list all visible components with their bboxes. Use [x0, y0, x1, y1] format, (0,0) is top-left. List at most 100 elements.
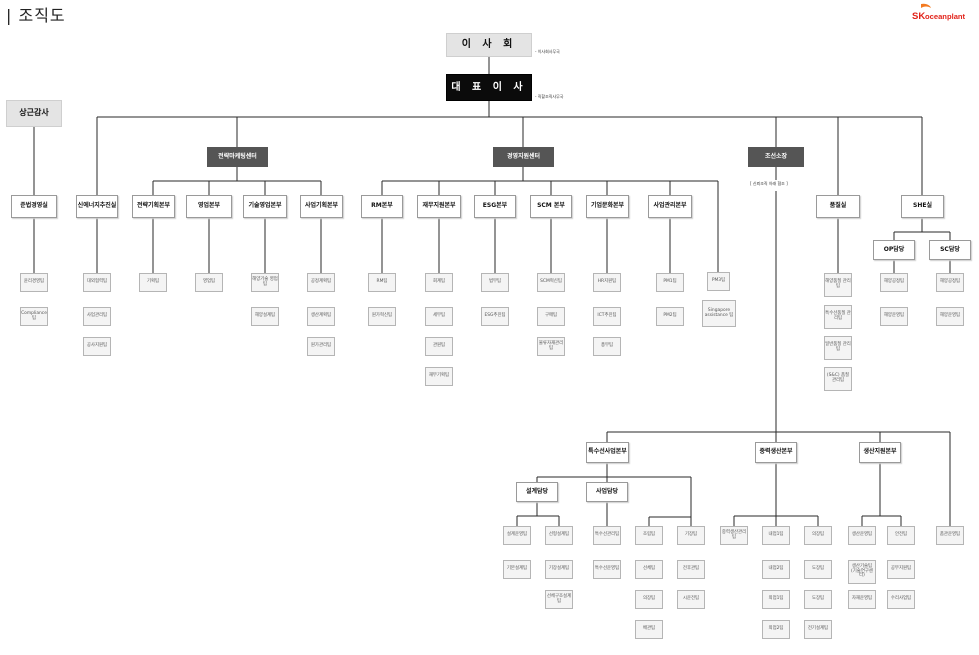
connector-lines [33, 57, 951, 526]
org-box-special: 특수선사업본부 [586, 442, 629, 463]
org-box-l-ne3: 공사지원팀 [83, 337, 111, 356]
org-box-l-cu2: ICT추진팀 [593, 307, 621, 326]
org-box-l-comp2: Compliance팀 [20, 307, 48, 326]
org-box-l-ps4: 안전팀 [887, 526, 915, 545]
org-box-l-pm2: PM2팀 [656, 307, 684, 326]
org-box-design: 설계담당 [516, 482, 558, 502]
note-n-board: - 이사회사무국 [535, 49, 560, 54]
org-box-l-sc3: 물류자재관리팀 [537, 337, 565, 356]
org-box-l-bp2: 생산계획팀 [307, 307, 335, 326]
org-box-l-ts1: 해양기술 영업팀 [251, 273, 279, 292]
org-box-tech-sales: 기술영업본부 [243, 195, 287, 218]
org-box-l-sp1: 기획팀 [139, 273, 167, 292]
org-box-esg: ESG본부 [474, 195, 516, 218]
org-box-l-pm3: Singapore assistance 팀 [702, 300, 736, 327]
line-prod-support-down [861, 463, 902, 526]
org-box-l-fi2: 세무팀 [425, 307, 453, 326]
org-box-l-es2: ESG추진팀 [481, 307, 509, 326]
org-box-l-pm1: PM1팀 [656, 273, 684, 292]
page-title: | 조직도 [6, 6, 66, 25]
org-box-l-ot3: 시운전팀 [677, 590, 705, 609]
line-management-drops [381, 181, 719, 272]
org-box-shipyard-head: 조선소장 [748, 147, 804, 167]
org-box-l-sa1: 영업팀 [195, 273, 223, 292]
org-box-rm: RM본부 [361, 195, 403, 218]
org-box-l-rm2: 원가혁신팀 [368, 307, 396, 326]
org-box-l-bp3: 원가관리팀 [307, 337, 335, 356]
org-box-l-hr3: 도장팀 [804, 590, 832, 609]
line-design-down [516, 502, 560, 526]
org-box-quality: 품질실 [816, 195, 860, 218]
org-box-prod-support: 생산지원본부 [859, 442, 901, 463]
org-box-l-ps1: 생산운영팀 [848, 526, 876, 545]
org-box-l-fi3: 관원팀 [425, 337, 453, 356]
line-special-down [536, 463, 692, 526]
org-box-l-as1: 조립팀 [635, 526, 663, 545]
org-box-l-ps6: 수리사업팀 [887, 590, 915, 609]
org-box-l-de2: 기본설계팀 [503, 560, 531, 579]
org-box-l-sc-1: 해양공정팀 [936, 273, 964, 292]
org-box-l-hr2: 도장팀 [804, 560, 832, 579]
org-box-l-q3: 일반품질 관리팀 [824, 336, 852, 360]
org-box-l-ne1: 대외협력팀 [83, 273, 111, 292]
note-n-ceo: - 직할조직사무국 [535, 94, 564, 99]
org-box-l-cu1: HR지원팀 [593, 273, 621, 292]
org-box-compliance: 준법경영실 [11, 195, 57, 218]
org-box-biz-plan: 사업기획본부 [300, 195, 343, 218]
org-box-sc: SC담당 [929, 240, 971, 260]
org-box-l-hr1: 의장팀 [804, 526, 832, 545]
org-box-l-sc2: 구매팀 [537, 307, 565, 326]
org-box-strategy-plan: 전략기획본부 [132, 195, 175, 218]
org-box-heavy: 중력생산본부 [755, 442, 797, 463]
org-box-l-ps2: 생산기술팀 (기술연구센터) [848, 560, 876, 584]
org-box-l-ts2: 해양설계팀 [251, 307, 279, 326]
org-box-l-q2: 특수선품질 관리팀 [824, 305, 852, 329]
logo-wing-icon [921, 3, 931, 8]
org-box-l-op1: 해양공정팀 [880, 273, 908, 292]
line-lower-drops [606, 432, 951, 526]
org-box-l-ne2: 사업관리팀 [83, 307, 111, 326]
org-box-ceo: 대 표 이 사 [446, 74, 532, 101]
logo-name: oceanplant [925, 12, 966, 21]
org-box-strategy-center: 전략마케팅센터 [207, 147, 268, 167]
org-box-culture: 기업문화본부 [586, 195, 629, 218]
org-box-l-ot2: 전후관팀 [677, 560, 705, 579]
org-box-l-q1: 해양품질 관리팀 [824, 273, 852, 297]
org-box-l-fi1: 회계팀 [425, 273, 453, 292]
org-box-l-op2: 해양운영팀 [880, 307, 908, 326]
org-box-l-sc-2: 해양운영팀 [936, 307, 964, 326]
org-box-l-ps5: 공무지원팀 [887, 560, 915, 579]
org-box-l-de1: 설계운영팀 [503, 526, 531, 545]
org-box-l-hr4: 전기설계팀 [804, 620, 832, 639]
note-n-yard: [ 신뢰조직 아래 협조 ] [750, 181, 788, 186]
org-box-l-de4: 기장설계팀 [545, 560, 573, 579]
org-box-l-bp1: 공정계획팀 [307, 273, 335, 292]
org-box-l-sc1: SCM혁신팀 [537, 273, 565, 292]
org-box-l-es1: 법무팀 [481, 273, 509, 292]
org-box-l-ps3: 자재운영팀 [848, 590, 876, 609]
org-box-l-de5: 선체구조설계팀 [545, 590, 573, 609]
sk-oceanplant-logo: SK oceanplant [912, 3, 966, 22]
org-box-l-de3: 선형설계팀 [545, 526, 573, 545]
org-box-finance: 재무지원본부 [417, 195, 461, 218]
org-box-scm: SCM 본부 [530, 195, 572, 218]
logo-brand: SK [912, 11, 925, 22]
org-box-l-bi1: 특수선관리팀 [593, 526, 621, 545]
org-box-l-comp1: 윤리경영팀 [20, 273, 48, 292]
org-box-management-center: 경영지원센터 [493, 147, 554, 167]
org-box-l-rm1: RM팀 [368, 273, 396, 292]
org-box-audit: 상근감사 [6, 100, 62, 127]
org-box-l-he3: 외업1팀 [762, 590, 790, 609]
line-she-down [893, 218, 951, 240]
org-box-l-as4: 배관팀 [635, 620, 663, 639]
line-strategy-drops [152, 181, 322, 195]
org-box-sales: 영업본부 [186, 195, 232, 218]
org-box-board: 이 사 회 [446, 33, 532, 57]
line-heavy-down [733, 463, 819, 526]
org-box-l-as2: 선체팀 [635, 560, 663, 579]
org-box-l-he1: 내업1팀 [762, 526, 790, 545]
org-box-l-ot1: 기장팀 [677, 526, 705, 545]
org-box-l-cu3: 총무팀 [593, 337, 621, 356]
org-box-op: OP담당 [873, 240, 915, 260]
